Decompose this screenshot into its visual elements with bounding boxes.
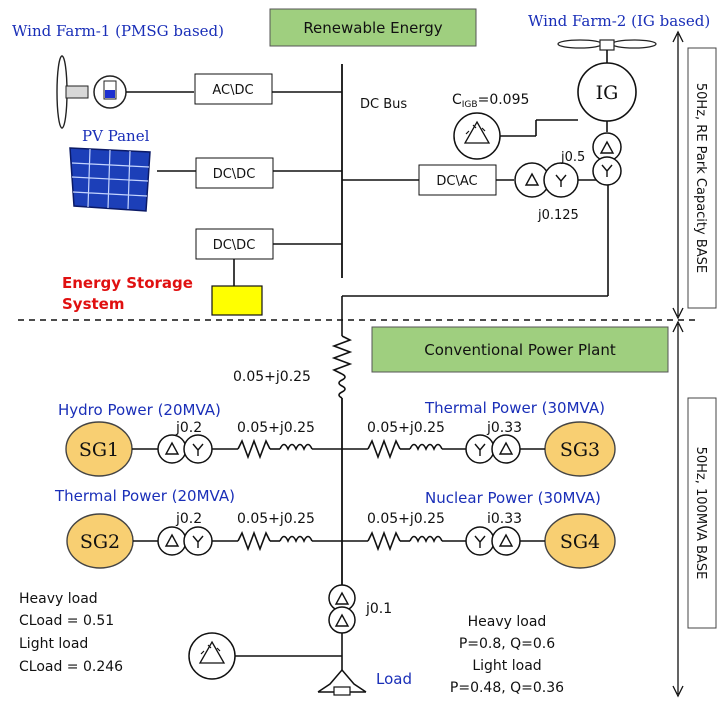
renewable-header-box [269, 8, 477, 47]
tie-line-resistor [331, 335, 353, 375]
dcac-label: DC\AC [436, 174, 477, 189]
re-transformer-impedance: j0.125 [537, 208, 579, 223]
ess-label-line2: System [62, 295, 124, 313]
mva-base-arrow [672, 320, 684, 698]
right-light-pq: P=0.48, Q=0.36 [450, 680, 564, 696]
sg3-branch [342, 434, 545, 464]
sg1-transformer-impedance: j0.2 [175, 420, 202, 436]
mva-base-label: 50Hz, 100MVA BASE [693, 447, 708, 580]
thermal-20-label: Thermal Power (20MVA) [54, 487, 235, 505]
tie-line-impedance: 0.05+j0.25 [233, 369, 311, 385]
nuclear-label: Nuclear Power (30MVA) [425, 489, 601, 507]
re-base-box [687, 47, 717, 309]
sg4-transformer-impedance: i0.33 [487, 511, 522, 527]
energy-storage-box [211, 285, 263, 316]
ig-transformer-impedance: j0.5 [560, 150, 585, 165]
sg1-label: SG1 [79, 439, 119, 461]
cigb-symbol: C [452, 92, 462, 108]
left-light-load: Light load [19, 636, 88, 652]
re-transformer-icon [514, 162, 579, 198]
dcdc-converter-2 [195, 228, 274, 260]
ig-label: IG [596, 82, 619, 104]
load-transformer-impedance: j0.1 [365, 601, 392, 617]
conventional-header-box [371, 326, 669, 373]
load-capacitor-icon [188, 632, 236, 680]
left-heavy-cload: CLoad = 0.51 [19, 613, 114, 629]
hydro-label: Hydro Power (20MVA) [58, 401, 221, 419]
dc-bus-label: DC Bus [360, 97, 407, 112]
left-heavy-load: Heavy load [19, 591, 98, 607]
pv-panel-label: PV Panel [82, 127, 150, 145]
sg2-line-impedance: 0.05+j0.25 [237, 511, 315, 527]
sg1-line-impedance: 0.05+j0.25 [237, 420, 315, 436]
svg-text:CIGB=0.095: CIGB=0.095 [452, 92, 529, 110]
ig-transformer-icon [592, 132, 622, 186]
acdc-converter [194, 73, 273, 105]
wind-turbine-1-icon [56, 55, 127, 129]
sg2-transformer-impedance: j0.2 [175, 511, 202, 527]
re-base-label: 50Hz, RE Park Capacity BASE [693, 83, 708, 273]
ess-label-line1: Energy Storage [62, 274, 193, 292]
cigb-subscript: IGB [462, 100, 478, 110]
capacitor-bank-igb-icon [453, 112, 501, 160]
dcac-converter [418, 164, 497, 196]
dcdc-converter-1 [195, 157, 274, 189]
load-transformer-icon [328, 584, 356, 634]
right-light-load: Light load [472, 658, 541, 674]
wind-farm-1-label: Wind Farm-1 (PMSG based) [12, 22, 224, 40]
wind-turbine-2-icon [557, 39, 657, 63]
renewable-header: Renewable Energy [303, 19, 442, 37]
pv-panel-icon [69, 147, 151, 212]
sg2-branch [133, 526, 342, 556]
load-icon [317, 669, 367, 696]
acdc-label: AC\DC [212, 83, 253, 98]
conventional-header: Conventional Power Plant [424, 341, 616, 359]
sg4-line-impedance: 0.05+j0.25 [367, 511, 445, 527]
cigb-value: =0.095 [478, 92, 530, 108]
load-label: Load [376, 670, 412, 688]
left-light-cload: CLoad = 0.246 [19, 659, 123, 675]
sg1-branch [132, 434, 342, 464]
mva-base-box [687, 397, 717, 629]
sg3-transformer-impedance: j0.33 [486, 420, 522, 436]
dcdc-1-label: DC\DC [213, 167, 256, 182]
right-heavy-pq: P=0.8, Q=0.6 [459, 636, 555, 652]
sg3-label: SG3 [560, 439, 600, 461]
re-base-arrow [672, 30, 684, 320]
tie-line-inductor [338, 373, 346, 399]
sg3-line-impedance: 0.05+j0.25 [367, 420, 445, 436]
sg4-branch [342, 526, 545, 556]
thermal-30-label: Thermal Power (30MVA) [424, 399, 605, 417]
sg2-label: SG2 [80, 531, 120, 553]
dcdc-2-label: DC\DC [213, 238, 256, 253]
right-heavy-load: Heavy load [468, 614, 547, 630]
sg4-label: SG4 [560, 531, 600, 553]
wind-farm-2-label: Wind Farm-2 (IG based) [528, 12, 710, 30]
